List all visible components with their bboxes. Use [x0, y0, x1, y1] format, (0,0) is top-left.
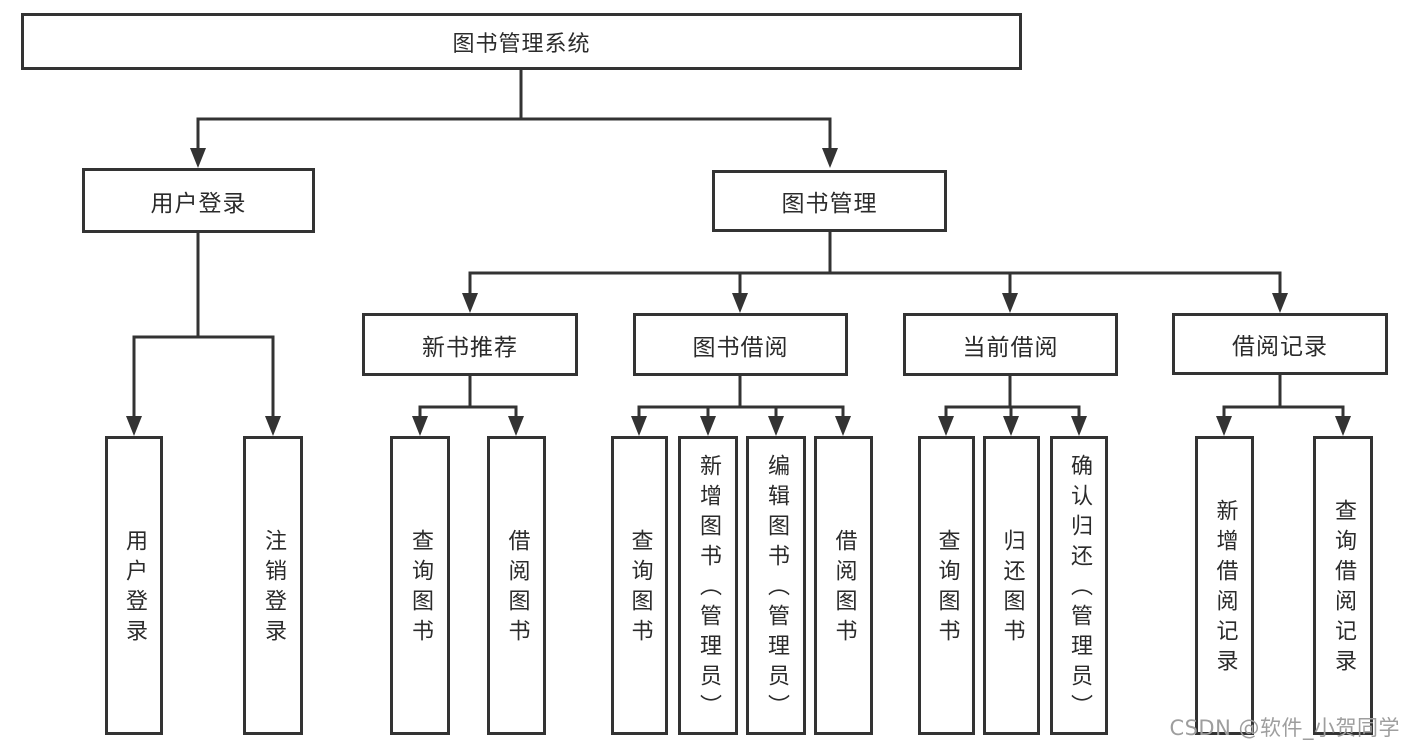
leaf-add-borrow-record: 新增借阅记录: [1195, 436, 1254, 735]
leaf-add-book-admin: 新增图书（管理员）: [678, 436, 738, 735]
node-current-borrow: 当前借阅: [903, 313, 1118, 376]
leaf-edit-book-admin: 编辑图书（管理员）: [746, 436, 806, 735]
node-borrow-records: 借阅记录: [1172, 313, 1388, 375]
leaf-borrow-books-recommend: 借阅图书: [487, 436, 546, 735]
node-user-login: 用户登录: [82, 168, 315, 233]
leaf-confirm-return-admin: 确认归还（管理员）: [1050, 436, 1108, 735]
leaf-return-books: 归还图书: [983, 436, 1040, 735]
csdn-watermark: CSDN @软件_小贺同学: [1169, 716, 1400, 740]
node-book-borrow: 图书借阅: [633, 313, 848, 376]
leaf-query-borrow-record: 查询借阅记录: [1313, 436, 1373, 735]
leaf-query-books-recommend: 查询图书: [390, 436, 450, 735]
leaf-query-books-current: 查询图书: [918, 436, 975, 735]
leaf-query-books-borrow: 查询图书: [611, 436, 668, 735]
leaf-logout: 注销登录: [243, 436, 303, 735]
leaf-user-login: 用户登录: [105, 436, 163, 735]
leaf-borrow-books: 借阅图书: [814, 436, 873, 735]
node-book-management: 图书管理: [712, 170, 947, 232]
node-library-management-system: 图书管理系统: [21, 13, 1022, 70]
node-new-book-recommend: 新书推荐: [362, 313, 578, 376]
